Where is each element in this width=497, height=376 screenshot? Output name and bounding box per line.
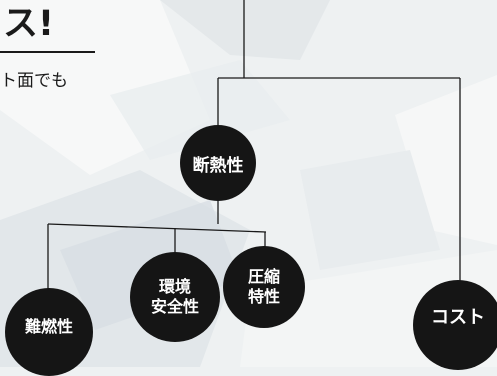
intro-text: ト面でも bbox=[0, 71, 68, 91]
node-asshuku-tokusei: 圧縮 特性 bbox=[223, 246, 305, 328]
node-dannetsu: 断熱性 bbox=[180, 125, 256, 201]
node-cost-label: コスト bbox=[431, 307, 485, 328]
node-nannen: 難燃性 bbox=[5, 288, 93, 376]
node-asshuku-label-line1: 圧縮 bbox=[247, 267, 280, 286]
node-kankyo-anzen: 環境 安全性 bbox=[130, 252, 220, 342]
heading-underline bbox=[0, 51, 95, 53]
lower-branch-line bbox=[47, 223, 267, 233]
node-kankyo-label-line2: 安全性 bbox=[150, 297, 199, 316]
node-kankyo-label-line1: 環境 bbox=[158, 277, 191, 296]
node-dannetsu-label: 断熱性 bbox=[192, 155, 244, 176]
node-nannen-label: 難燃性 bbox=[24, 317, 73, 336]
node-asshuku-label-line2: 特性 bbox=[247, 287, 280, 306]
tree-connectors bbox=[47, 0, 461, 290]
node-cost: コスト bbox=[413, 280, 497, 370]
page-heading: ス! bbox=[3, 4, 54, 44]
